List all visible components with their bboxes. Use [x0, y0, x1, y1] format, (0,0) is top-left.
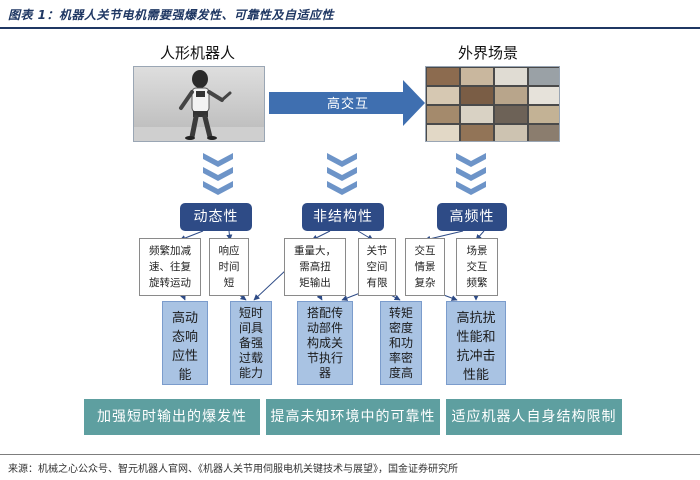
requirement-dynamic-response: 高动 态响 应性 能 [162, 301, 208, 385]
chevron-down-icon [203, 153, 233, 195]
chevron-down-icon [456, 153, 486, 195]
source-rule [0, 454, 700, 455]
figure-header: 图表 1：机器人关节电机需要强爆发性、可靠性及自适应性 [0, 0, 700, 29]
external-scene-image [425, 66, 560, 142]
note-frequent-interaction: 场景 交互 频繁 [456, 238, 498, 296]
note-joint-space: 关节 空间 有限 [358, 238, 396, 296]
requirement-power-density: 转矩 密度 和功 率密 度高 [380, 301, 422, 385]
category-unstructured: 非结构性 [302, 203, 384, 231]
note-complex-scenario: 交互 情景 复杂 [405, 238, 445, 296]
banner-reliability: 提高未知环境中的可靠性 [266, 399, 440, 435]
banner-burst-output: 加强短时输出的爆发性 [84, 399, 260, 435]
note-response-time: 响应 时间 短 [209, 238, 249, 296]
banner-structure-limits: 适应机器人自身结构限制 [446, 399, 622, 435]
requirement-anti-interference: 高抗扰 性能和 抗冲击 性能 [446, 301, 506, 385]
header-rule [0, 27, 700, 29]
requirement-joint-actuator: 搭配传 动部件 构成关 节执行 器 [297, 301, 353, 385]
category-high-frequency: 高频性 [437, 203, 507, 231]
note-high-torque: 重量大， 需高扭 矩输出 [284, 238, 346, 296]
humanoid-robot-title: 人形机器人 [160, 44, 236, 62]
humanoid-robot-image [133, 66, 265, 142]
note-acceleration: 频繁加减 速、往复 旋转运动 [139, 238, 201, 296]
chevron-down-icon [327, 153, 357, 195]
category-dynamic: 动态性 [180, 203, 252, 231]
interaction-arrow [269, 80, 425, 126]
figure-source: 来源：机械之心公众号、智元机器人官网、《机器人关节用伺服电机关键技术与展望》，国… [8, 464, 458, 475]
external-scene-title: 外界场景 [458, 44, 519, 62]
figure-title: 图表 1：机器人关节电机需要强爆发性、可靠性及自适应性 [8, 8, 335, 22]
interaction-arrow-label: 高交互 [326, 97, 369, 112]
requirement-overload-capacity: 短时 间具 备强 过载 能力 [230, 301, 272, 385]
